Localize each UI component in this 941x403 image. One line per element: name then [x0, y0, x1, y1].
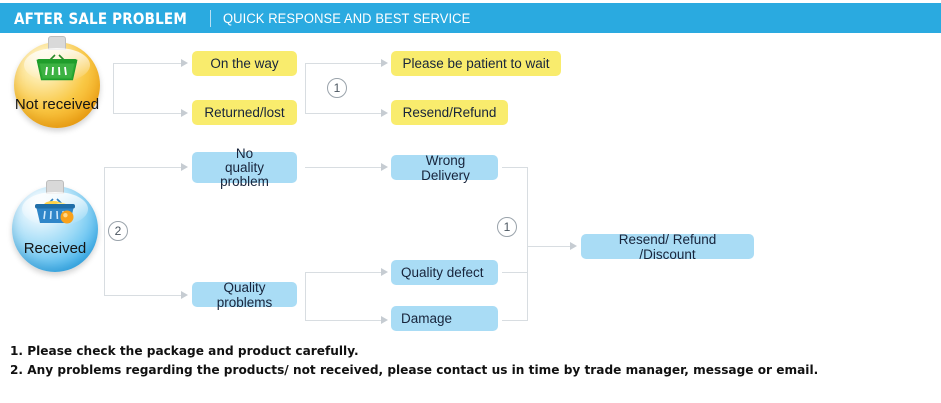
arrowhead-resend-discount — [570, 242, 577, 250]
arrowhead-quality-defect — [381, 268, 388, 276]
connector-h-stage1-bottom — [305, 113, 359, 114]
badge-label-not-received: Not received — [12, 97, 102, 128]
badge-label-received: Received — [10, 241, 100, 272]
footer-notes: 1. Please check the package and product … — [10, 341, 910, 379]
flow-box-no-quality-problem[interactable]: No quality problem — [192, 146, 297, 188]
flow-box-no-quality-problem-line2: quality problem — [220, 159, 269, 189]
connector-h-to-wait — [359, 63, 385, 64]
flow-box-quality-defect[interactable]: Quality defect — [391, 260, 498, 285]
connector-v-received — [104, 167, 105, 295]
marker-circle-1-row2: 1 — [497, 217, 517, 237]
connector-v-quality-problems-bracket — [305, 272, 306, 320]
connector-h-merge-damage — [502, 320, 528, 321]
shopping-basket-icon — [35, 54, 79, 82]
flow-box-resend-refund-discount[interactable]: Resend/ Refund /Discount — [581, 232, 754, 262]
arrowhead-returnedlost — [181, 109, 188, 117]
arrowhead-please-wait — [381, 59, 388, 67]
flow-box-quality-problems[interactable]: Quality problems — [192, 280, 297, 310]
flow-box-wrong-delivery[interactable]: Wrong Delivery — [391, 153, 498, 183]
footer-note-2: 2. Any problems regarding the products/ … — [10, 362, 819, 377]
badge-label-line1: Received — [23, 240, 87, 257]
flow-box-returned-lost[interactable]: Returned/lost — [192, 100, 297, 125]
status-badge-not-received: Not received — [12, 36, 102, 128]
connector-h-merge-wrong-delivery — [502, 167, 528, 168]
arrowhead-damage — [381, 316, 388, 324]
header-subtitle: QUICK RESPONSE AND BEST SERVICE — [223, 10, 471, 26]
arrowhead-no-quality-problem — [181, 163, 188, 171]
arrowhead-ontheway — [181, 59, 188, 67]
badge-cap-icon — [46, 180, 64, 194]
page-title: AFTER SALE PROBLEM — [14, 8, 187, 28]
connector-h-to-quality-defect — [305, 272, 385, 273]
connector-v-not-received — [113, 63, 114, 113]
marker-circle-1-row1: 1 — [327, 78, 347, 98]
marker-circle-2-row2: 2 — [108, 221, 128, 241]
connector-h-quality-problems — [104, 295, 181, 296]
connector-v-merge-bracket — [527, 167, 528, 320]
footer-note-1: 1. Please check the package and product … — [10, 343, 359, 358]
badge-label-line1: Not received — [14, 96, 100, 113]
connector-h-merge-quality-defect — [502, 272, 528, 273]
connector-h-to-wrong-delivery — [305, 167, 385, 168]
arrowhead-quality-problems — [181, 291, 188, 299]
flow-box-no-quality-problem-line1: No — [235, 145, 254, 161]
flow-box-please-be-patient[interactable]: Please be patient to wait — [391, 51, 561, 76]
arrowhead-resend-refund — [381, 109, 388, 117]
connector-h-to-resend — [359, 113, 385, 114]
flow-box-damage[interactable]: Damage — [391, 306, 498, 331]
shopping-basket-filled-icon — [33, 198, 77, 226]
header-divider — [210, 9, 212, 27]
connector-h-to-resend-discount — [527, 246, 573, 247]
connector-h-returnedlost — [113, 113, 181, 114]
connector-h-ontheway — [113, 63, 181, 64]
header-bar: AFTER SALE PROBLEM QUICK RESPONSE AND BE… — [0, 3, 941, 33]
badge-cap-icon — [48, 36, 66, 50]
flow-box-resend-refund[interactable]: Resend/Refund — [391, 100, 508, 125]
connector-v-row1-bracket — [305, 63, 306, 113]
flow-box-on-the-way[interactable]: On the way — [192, 51, 297, 76]
connector-h-stage1-top — [305, 63, 359, 64]
status-badge-received: Received — [10, 180, 100, 272]
arrowhead-wrong-delivery — [381, 163, 388, 171]
connector-h-no-quality-problem — [104, 167, 181, 168]
connector-h-to-damage — [305, 320, 385, 321]
